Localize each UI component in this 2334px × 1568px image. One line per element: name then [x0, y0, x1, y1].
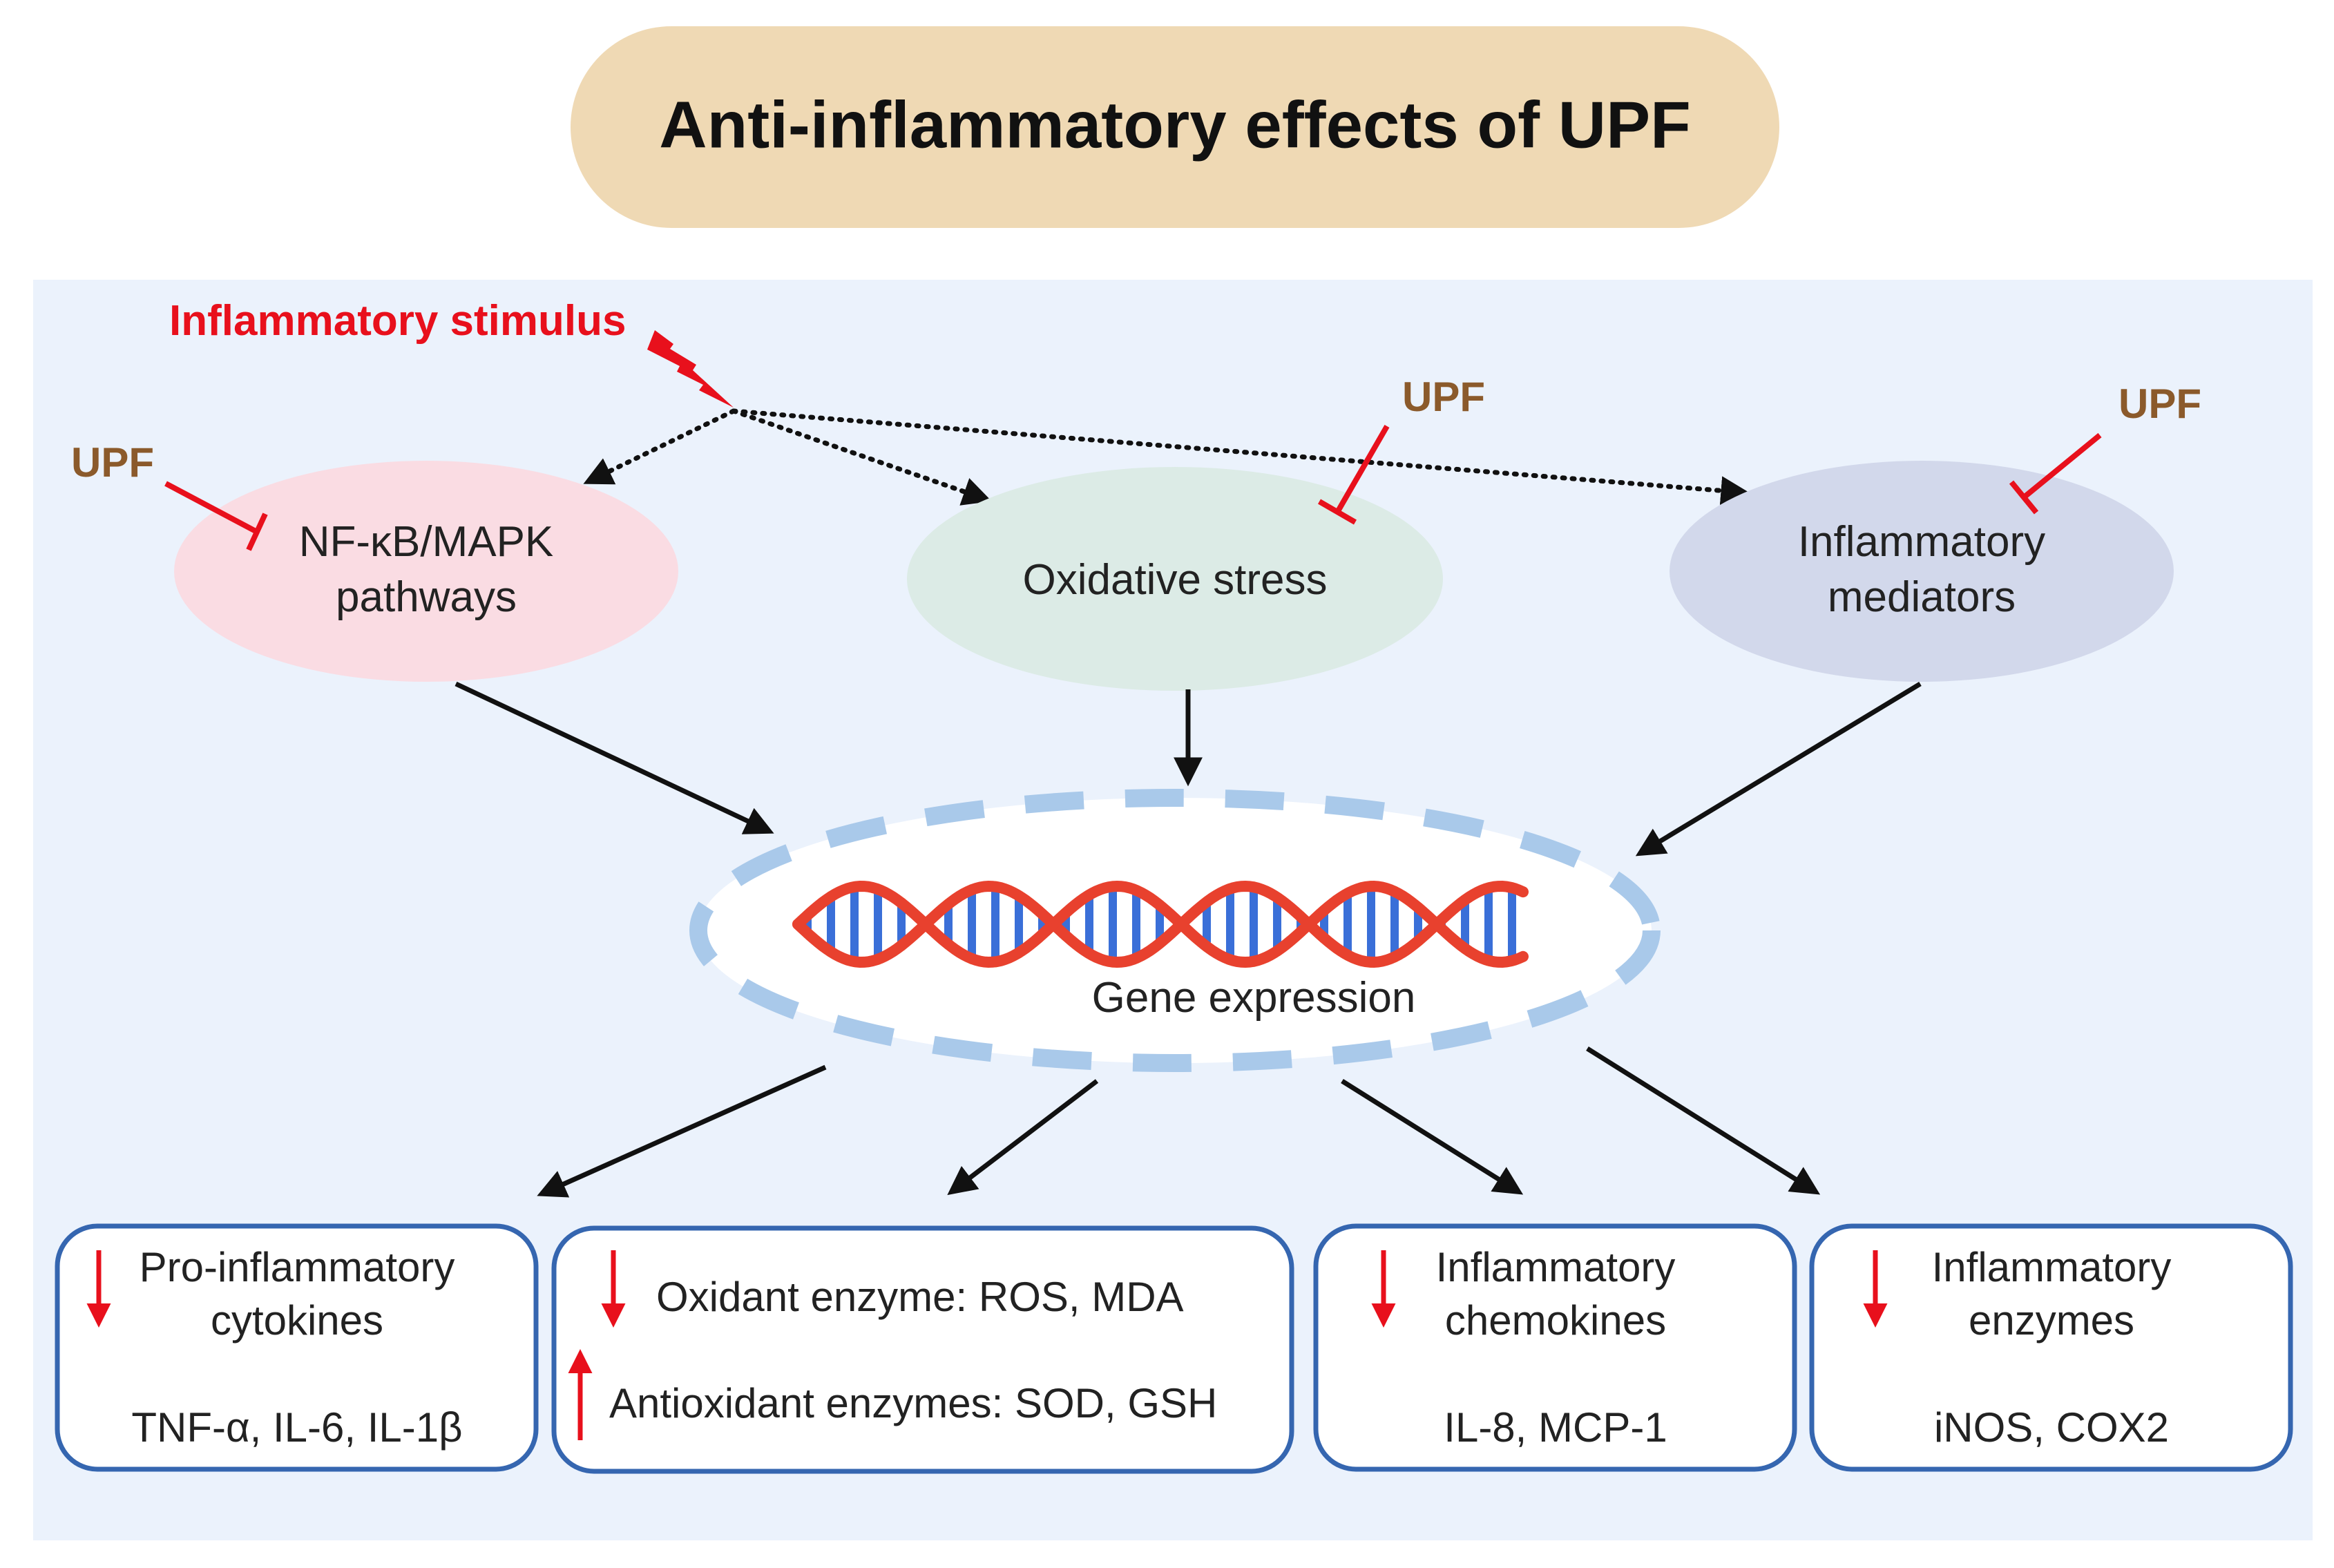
- stimulus-label: Inflammatory stimulus: [169, 297, 626, 345]
- oxidative-node: Oxidative stress: [907, 467, 1443, 691]
- inhibit-bar: [1318, 499, 1357, 525]
- inhibit-bar: [2009, 480, 2039, 515]
- upf-label: UPF: [1402, 374, 1485, 420]
- title-banner: Anti-inflammatory effects of UPF: [571, 26, 1779, 228]
- upf-label: UPF: [2118, 381, 2201, 427]
- gene-to-enzymes-arrow: [947, 1079, 1099, 1196]
- enzymes-ox-box: Oxidant enzyme: ROS, MDA Antioxidant enz…: [551, 1225, 1294, 1474]
- stimulus-to-oxidative-arrow: [731, 408, 992, 506]
- mediators-label-line1: Inflammatory: [1798, 518, 2045, 566]
- stimulus-to-pathways-arrow: [583, 408, 736, 485]
- oxidative-ellipse: [907, 467, 1443, 691]
- chemokines-detail: IL-8, MCP-1: [1444, 1404, 1667, 1451]
- mediators-label-line2: mediators: [1828, 573, 2016, 621]
- pathways-ellipse: [174, 461, 678, 682]
- gene-to-inflam-enzymes-arrow: [1586, 1046, 1821, 1195]
- inflam-enzymes-title-line2: enzymes: [1969, 1297, 2134, 1344]
- mediators-node: Inflammatory mediators: [1670, 461, 2174, 682]
- pathways-to-gene-arrow: [455, 681, 774, 834]
- inhibit-line: [2022, 432, 2102, 500]
- inflam-enzymes-title-line1: Inflammatory: [1932, 1244, 2172, 1290]
- stimulus-to-mediators-arrow: [731, 408, 1750, 506]
- inhibit-line: [164, 481, 258, 535]
- mediators-to-gene-arrow: [1635, 682, 1922, 857]
- inflam-enzymes-detail: iNOS, COX2: [1934, 1404, 2169, 1451]
- upf-inhibitor-oxidative: UPF: [1318, 374, 1485, 525]
- upf-inhibitor-mediators: UPF: [2009, 381, 2201, 515]
- pathways-label-line2: pathways: [336, 573, 517, 621]
- upf-inhibitor-pathways: UPF: [71, 439, 268, 551]
- upf-label: UPF: [71, 439, 154, 486]
- diagram-title: Anti-inflammatory effects of UPF: [659, 88, 1690, 162]
- cytokines-title-line2: cytokines: [211, 1297, 383, 1344]
- gene-to-chemokines-arrow: [1341, 1079, 1524, 1195]
- inhibit-bar: [246, 513, 268, 551]
- enzymes-ox-frame: [551, 1225, 1294, 1474]
- title-pill: [571, 26, 1779, 228]
- dna-strand-2: [792, 880, 1529, 968]
- dna-helix-icon: [792, 880, 1529, 968]
- cytokines-title-line1: Pro-inflammatory: [140, 1244, 455, 1290]
- chemokines-box: Inflammatory chemokines IL-8, MCP-1: [1313, 1223, 1797, 1472]
- chemokines-title-line1: Inflammatory: [1436, 1244, 1676, 1290]
- inhibit-line: [1335, 425, 1390, 513]
- cytokines-detail: TNF-α, IL-6, IL-1β: [131, 1404, 462, 1451]
- inflam-enzymes-frame: [1809, 1223, 2293, 1472]
- oxidative-label: Oxidative stress: [1022, 556, 1327, 604]
- pathways-node: NF-κB/MAPK pathways: [174, 461, 678, 682]
- lightning-icon: [647, 330, 734, 408]
- gene-expression-node: Gene expression: [689, 789, 1661, 1072]
- oxidant-line: Oxidant enzyme: ROS, MDA: [656, 1274, 1184, 1320]
- gene-to-cytokines-arrow: [537, 1064, 827, 1198]
- chemokines-frame: [1313, 1223, 1797, 1472]
- gene-label: Gene expression: [1092, 974, 1416, 1022]
- inflam-enzymes-box: Inflammatory enzymes iNOS, COX2: [1809, 1223, 2293, 1472]
- chemokines-title-line2: chemokines: [1445, 1297, 1666, 1344]
- pathways-label-line1: NF-κB/MAPK: [299, 518, 554, 566]
- antioxidant-line: Antioxidant enzymes: SOD, GSH: [609, 1380, 1217, 1426]
- cytokines-box: Pro-inflammatory cytokines TNF-α, IL-6, …: [55, 1223, 539, 1472]
- cytokines-frame: [55, 1223, 539, 1472]
- dna-strand-1: [792, 880, 1529, 968]
- mediators-ellipse: [1670, 461, 2174, 682]
